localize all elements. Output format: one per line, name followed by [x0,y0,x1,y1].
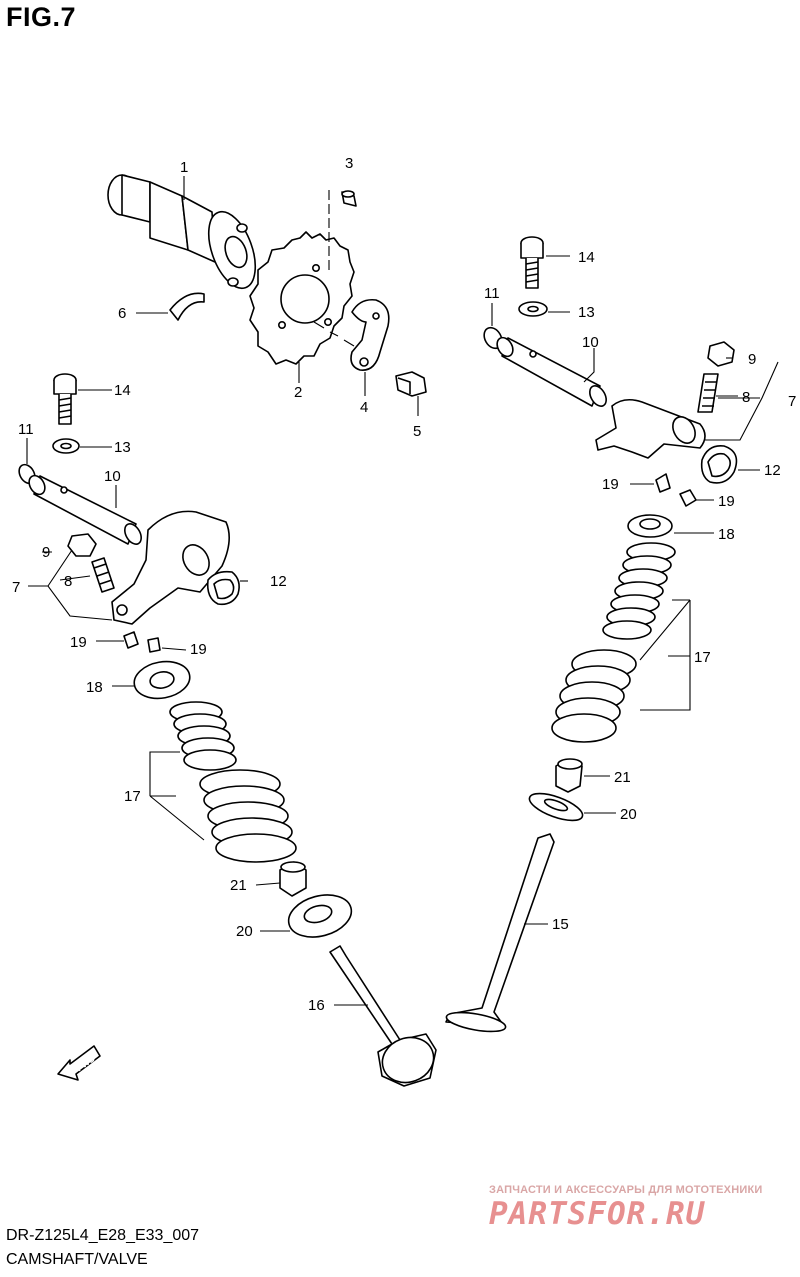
rocker-arm-left [111,510,230,625]
callout-13-left: 13 [114,439,131,456]
inner-spring-right [602,542,676,640]
callout-9-right: 9 [748,351,756,368]
callout-1: 1 [180,159,188,176]
cotter-left-b [147,637,161,653]
adjust-screw-left [91,557,115,593]
valve-left [329,945,437,1087]
watermark-logo: PARTSFOR.RU [489,1196,706,1232]
callout-17-left: 17 [124,788,141,805]
callout-5: 5 [413,423,421,440]
spring-seat-right [528,792,584,822]
callout-3: 3 [345,155,353,172]
callout-10-right: 10 [582,334,599,351]
callout-15: 15 [552,916,569,933]
watermark-tagline: ЗАПЧАСТИ И АКСЕССУАРЫ ДЛЯ МОТОТЕХНИКИ [489,1184,763,1196]
camshaft-part [107,174,257,290]
callout-21-right: 21 [614,769,631,786]
callout-19-right-b: 19 [718,493,735,510]
callout-20-right: 20 [620,806,637,823]
washer-right [518,301,548,317]
spring-seat-left [287,894,353,938]
callout-7-right: 7 [788,393,796,410]
rocker-bolt-left [53,373,77,425]
callout-20-left: 20 [236,923,253,940]
callout-12-left: 12 [270,573,287,590]
shim-left [206,570,240,606]
sprocket-bolt-part [395,371,427,397]
callout-10-left: 10 [104,468,121,485]
rocker-shaft-left [28,474,142,545]
callout-18-right: 18 [718,526,735,543]
figure-title: FIG.7 [6,2,77,32]
shim-right [700,444,738,484]
cam-sprocket-part [249,231,355,365]
callout-9-left: 9 [42,544,50,561]
callout-16: 16 [308,997,325,1014]
fwd-arrow-icon [57,1045,101,1081]
outer-spring-right [551,649,637,743]
locknut-right [707,341,735,367]
callout-4: 4 [360,399,368,416]
callout-12-right: 12 [764,462,781,479]
inner-spring-left [169,701,237,771]
callout-6: 6 [118,305,126,322]
callout-8-right: 8 [742,389,750,406]
rocker-arm-right [595,398,706,459]
callout-13-right: 13 [578,304,595,321]
dowel-pin-part [341,190,357,207]
cotter-right-a [655,473,671,493]
adjust-screw-right [697,373,719,413]
washer-left [52,438,80,454]
callout-19-left-b: 19 [190,641,207,658]
rocker-shaft-right [496,336,607,407]
sprocket-bracket-part [350,298,390,371]
valve-right [445,833,555,1033]
cotter-left-a [123,631,139,649]
model-code: DR-Z125L4_E28_E33_007 [6,1227,200,1244]
retainer-left [133,660,191,700]
rocker-bolt-right [520,236,544,289]
callout-19-left-a: 19 [70,634,87,651]
outer-spring-left [199,769,297,863]
callout-2: 2 [294,384,302,401]
callout-7-left: 7 [12,579,20,596]
locknut-left [67,533,97,557]
callout-11-left: 11 [18,421,34,438]
callout-14-right: 14 [578,249,595,266]
camshaft-clip-part [169,292,205,321]
callout-8-left: 8 [64,573,72,590]
callout-21-left: 21 [230,877,247,894]
stem-seal-right [555,758,583,793]
stem-seal-left [279,861,307,897]
callout-11-right: 11 [484,285,500,302]
callout-19-right-a: 19 [602,476,619,493]
callout-18-left: 18 [86,679,103,696]
cotter-right-b [679,489,697,507]
section-name: CAMSHAFT/VALVE [6,1251,148,1268]
retainer-right [627,514,673,538]
callout-14-left: 14 [114,382,131,399]
callout-17-right: 17 [694,649,711,666]
